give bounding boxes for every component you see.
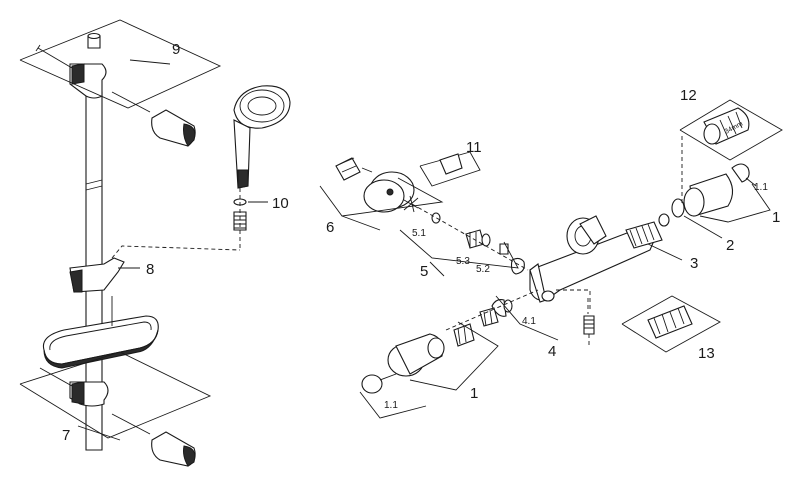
label-10: 10 [272, 195, 289, 212]
thermostat-body [529, 215, 657, 303]
hand-shower [233, 85, 291, 189]
shower-rail-assembly [35, 32, 196, 467]
label-4: 4 [548, 343, 556, 360]
hose-nut [233, 188, 268, 250]
temperature-handle-1 [683, 163, 757, 217]
label-9: 9 [172, 41, 180, 58]
label-12: 12 [680, 87, 697, 104]
label-3: 3 [690, 255, 698, 272]
spline-adapter-11 [419, 151, 481, 187]
label-8: 8 [146, 261, 154, 278]
label-4-1: 4.1 [522, 316, 536, 327]
label-5-3: 5.3 [456, 256, 470, 267]
label-1-1-lower: 1.1 [384, 400, 398, 411]
callout-box-7 [19, 351, 212, 441]
label-13: 13 [698, 345, 715, 362]
lower-fittings-4 [445, 289, 539, 331]
outlet-nipple [556, 289, 595, 346]
thermostat-cartridge-3 [625, 213, 683, 261]
label-5-2: 5.2 [476, 264, 490, 275]
stop-ring-2 [671, 198, 723, 239]
top-screw [35, 44, 73, 69]
label-1-1-upper: 1.1 [754, 182, 768, 193]
cartridge-13 [621, 295, 721, 353]
label-1-lower: 1 [470, 385, 478, 402]
callout-box-9 [19, 19, 222, 109]
label-11: 11 [466, 139, 482, 156]
lower-handle-1 [361, 323, 475, 394]
label-5-1: 5.1 [412, 228, 426, 239]
adapter-12 [679, 99, 783, 206]
cartridge-fittings-5 [411, 203, 529, 275]
label-6: 6 [326, 219, 334, 236]
label-1-upper: 1 [772, 209, 780, 226]
flow-handle-6 [335, 157, 419, 213]
label-2: 2 [726, 237, 734, 254]
label-7: 7 [62, 427, 70, 444]
label-5: 5 [420, 263, 428, 280]
